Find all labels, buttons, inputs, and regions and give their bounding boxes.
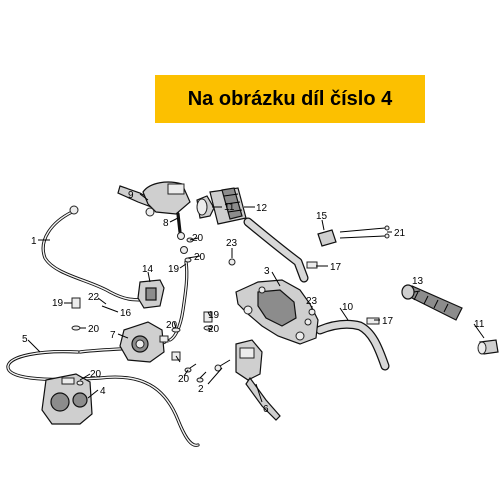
callout-4: 4 <box>100 386 106 397</box>
callout-19-left: 19 <box>52 298 64 309</box>
callout-22: 22 <box>88 292 100 303</box>
callout-9: 9 <box>128 190 134 201</box>
callout-11-right: 11 <box>474 319 485 330</box>
brake-caliper-lower <box>41 373 93 425</box>
pivot-bolt <box>214 359 231 372</box>
callout-labels: 1 2 3 4 5 6 7 8 9 10 11 11 12 13 14 15 1… <box>22 190 485 415</box>
brake-line-upper <box>168 212 189 342</box>
leader-lines <box>27 193 485 403</box>
callout-12: 12 <box>256 203 268 214</box>
callout-7: 7 <box>110 330 116 341</box>
switch-and-screws <box>317 225 390 247</box>
callout-15: 15 <box>316 211 328 222</box>
callout-20-lower2: 20 <box>178 374 190 385</box>
bar-end-plug-lower <box>477 339 499 355</box>
callout-20-left: 20 <box>88 324 100 335</box>
small-bolts <box>228 258 380 325</box>
callout-23-lower: 23 <box>306 296 318 307</box>
callout-20-top2: 20 <box>194 252 206 263</box>
callout-14: 14 <box>142 264 154 275</box>
banjo-bolts-washers <box>71 237 213 386</box>
callout-16: 16 <box>120 308 132 319</box>
callout-20-mid1: 20 <box>166 320 178 331</box>
left-grip <box>401 284 463 321</box>
callout-20-top1: 20 <box>192 233 204 244</box>
callout-19-mid: 19 <box>168 264 180 275</box>
bar-end-plug-upper <box>196 195 215 219</box>
cable-bracket <box>137 279 165 309</box>
banner-text: Na obrázku díl číslo 4 <box>187 87 393 110</box>
callout-10: 10 <box>342 302 354 313</box>
callout-3: 3 <box>264 266 270 277</box>
callout-19-right: 19 <box>208 310 220 321</box>
callout-17-upper: 17 <box>330 262 342 273</box>
callout-17-lower: 17 <box>382 316 394 327</box>
callout-5: 5 <box>22 334 28 345</box>
brake-lever-master-cylinder <box>117 181 191 217</box>
handlebar <box>235 217 390 371</box>
callout-23-upper: 23 <box>226 238 238 249</box>
callout-8: 8 <box>163 218 169 229</box>
callout-1: 1 <box>31 236 37 247</box>
brake-caliper-upper <box>119 321 169 363</box>
callout-13: 13 <box>412 276 424 287</box>
rear-brake-lever <box>235 339 281 421</box>
callout-21: 21 <box>394 228 406 239</box>
callout-2: 2 <box>198 384 204 395</box>
throttle-cable <box>41 205 150 302</box>
callout-20-lower1: 20 <box>90 369 102 380</box>
callout-11-upper: 11 <box>224 202 235 213</box>
throttle-grip <box>209 187 247 225</box>
callout-20-mid2: 20 <box>208 324 220 335</box>
callout-6: 6 <box>263 404 269 415</box>
part-number-banner: Na obrázku díl číslo 4 <box>155 75 425 123</box>
